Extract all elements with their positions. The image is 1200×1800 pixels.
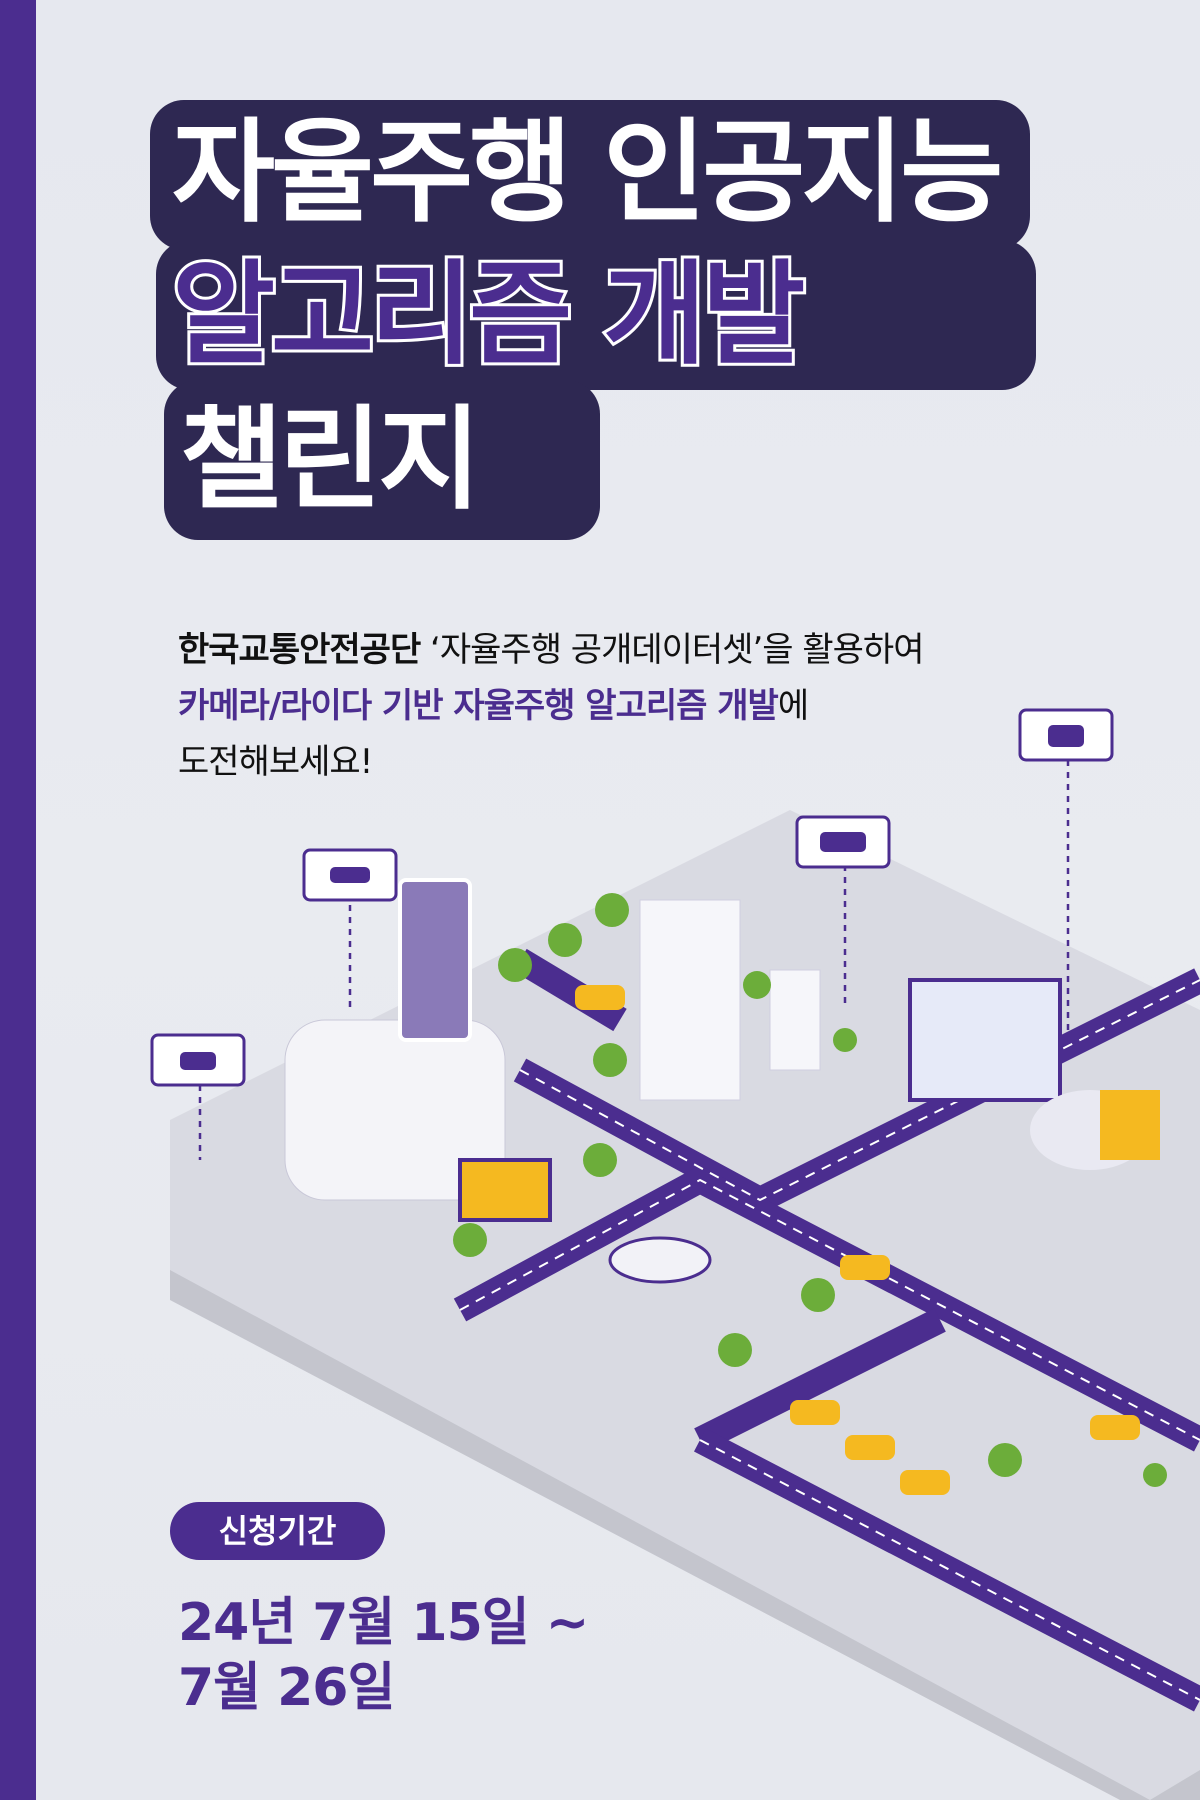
desc-line2: 에 [777,686,809,726]
desc-line3: 도전해보세요! [178,742,373,782]
building-icon [284,878,1160,1284]
taxis [575,985,1140,1495]
desc-line1: ‘자율주행 공개데이터셋’을 활용하여 [420,630,924,670]
title-backdrop [164,380,600,540]
laptop-mail-icon [458,1158,552,1222]
date-line-2: 7월 26일 [178,1658,395,1718]
trees [453,893,1167,1487]
title-line-2: 알고리즘 개발 [169,247,808,383]
application-period-badge: 신청기간 [170,1502,385,1560]
title-line-1: 자율주행 인공지능 [172,108,1003,238]
desc-highlight: 카메라/라이다 기반 자율주행 알고리즘 개발 [178,686,779,726]
dashboard-monitor-icon [908,978,1062,1102]
smartphone-call-icon [398,878,472,1042]
title-backdrop [150,100,1030,250]
title-line-3: 챌린지 [180,395,481,525]
org-name: 한국교통안전공단 [178,630,421,670]
date-line-1: 24년 7월 15일 ~ [178,1593,589,1653]
title-backdrop [156,240,1036,390]
smart-city-illustration [150,708,1200,1800]
left-accent-bar [0,0,36,1800]
description: 한국교통안전공단 ‘자율주행 공개데이터셋’을 활용하여 카메라/라이다 기반 … [178,622,925,790]
